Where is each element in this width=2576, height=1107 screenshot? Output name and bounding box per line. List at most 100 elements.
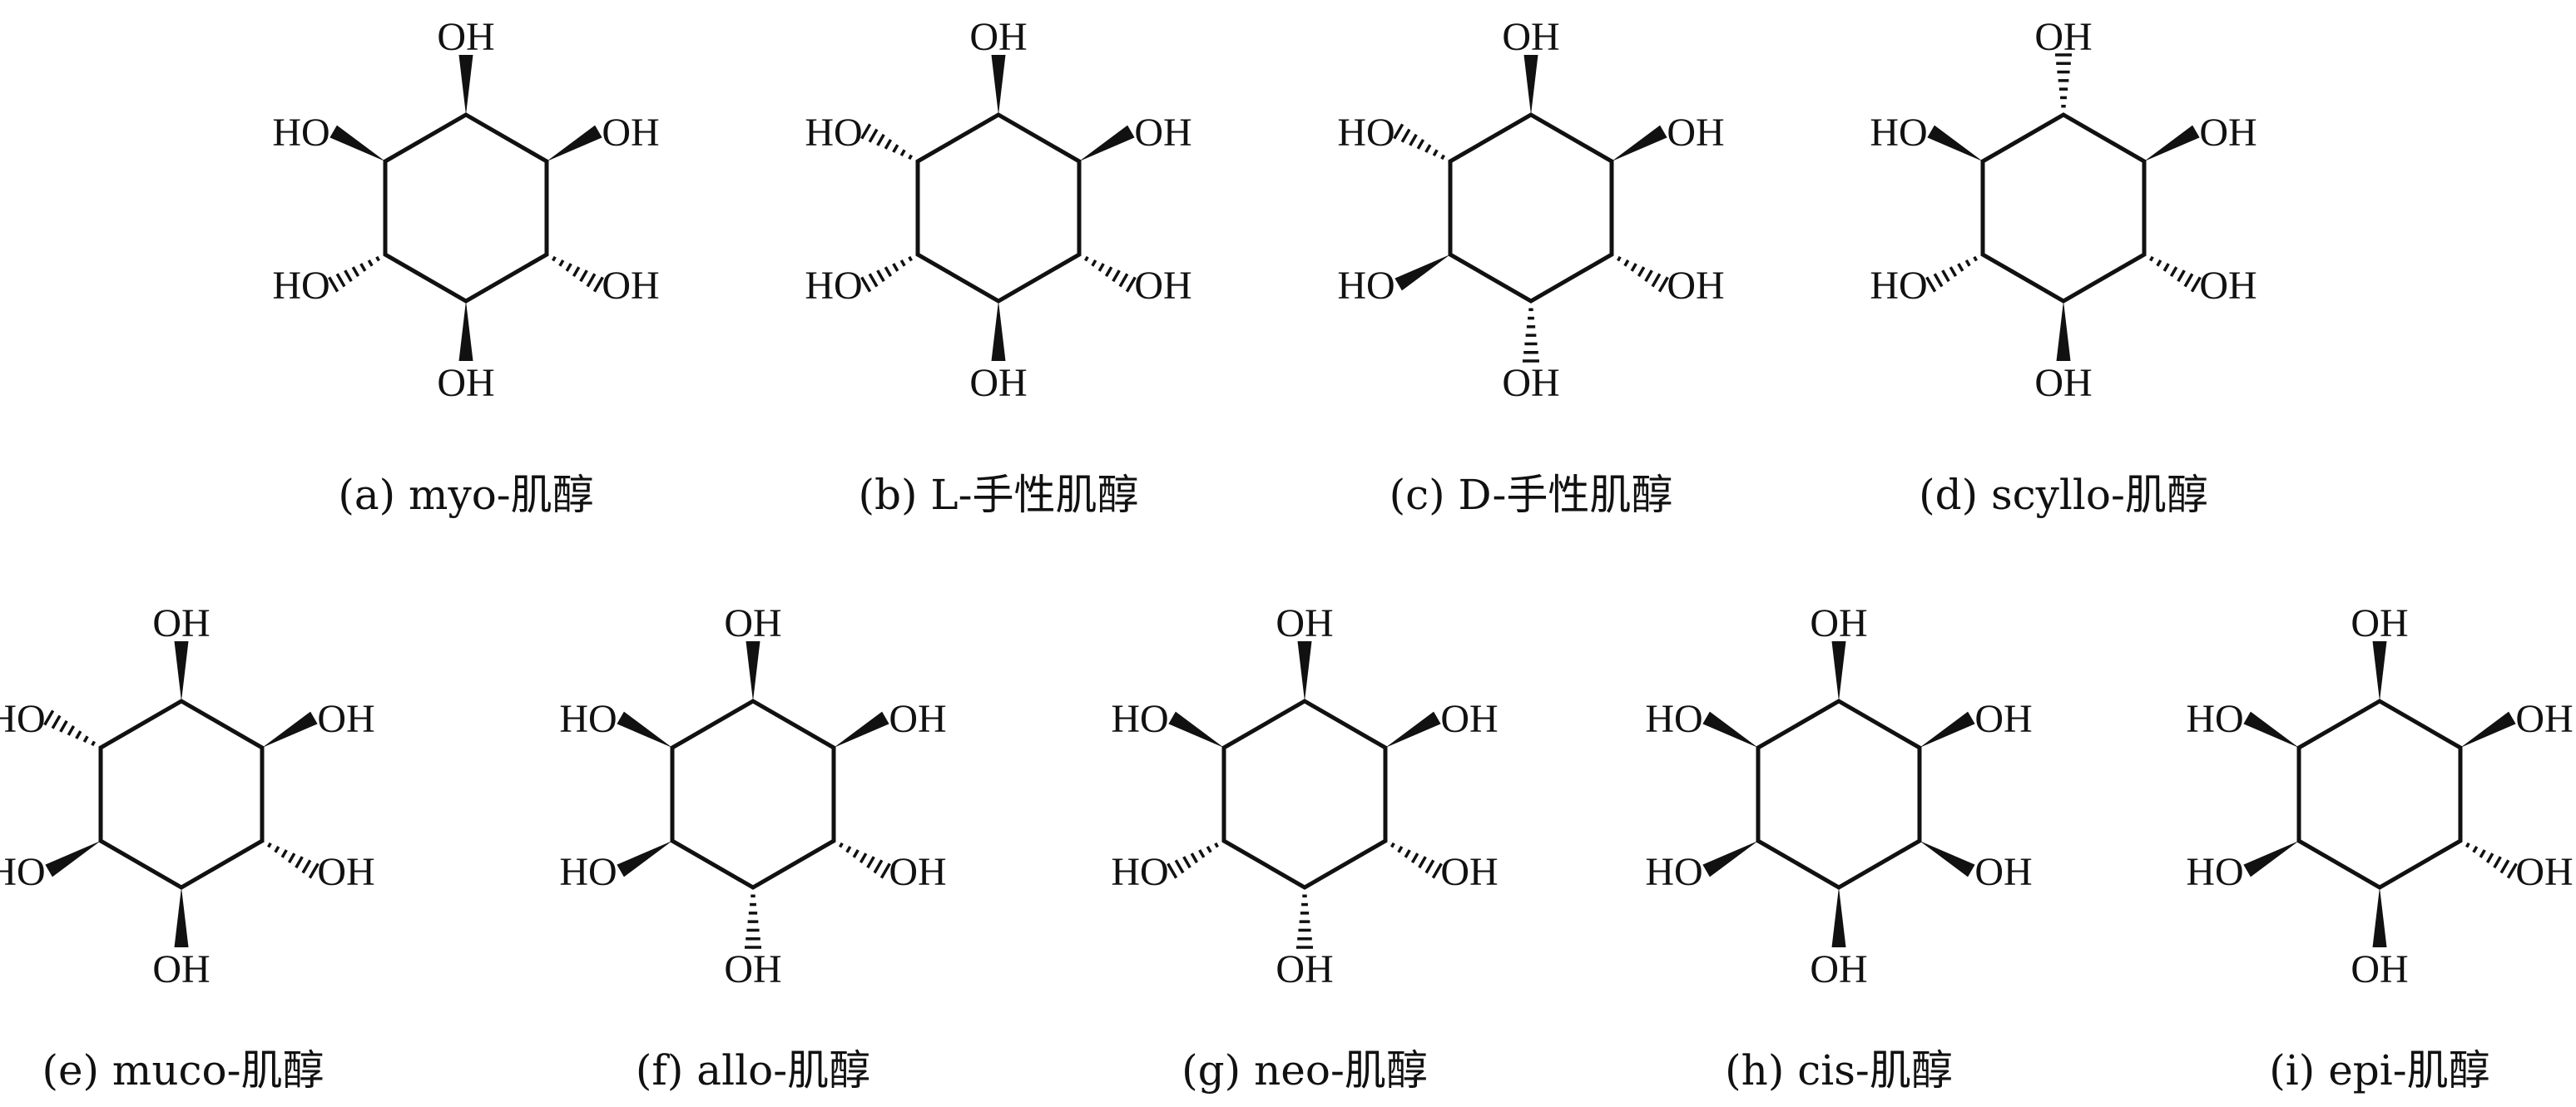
hydroxyl-label-left: HO [1645, 850, 1702, 894]
cyclohexane-ring [1980, 112, 2147, 304]
hydroxyl-label-right: OH [1276, 601, 1333, 645]
wedge-bond [261, 711, 318, 748]
wedge-bond [1831, 641, 1846, 701]
cyclohexane-ring [1448, 112, 1614, 304]
caption-e: (e) muco-肌醇 [42, 1046, 324, 1095]
hashed-bond [1925, 255, 1978, 293]
hydroxyl-label-right: OH [1502, 361, 1559, 405]
wedge-bond [746, 641, 760, 701]
wedge-bond [1927, 125, 1984, 161]
wedge-bond [45, 841, 102, 877]
caption-c: (c) D-手性肌醇 [1389, 471, 1673, 519]
caption-f: (f) allo-肌醇 [635, 1046, 871, 1095]
hashed-bond [43, 709, 96, 747]
hydroxyl-label-right: OH [2034, 361, 2092, 405]
hydroxyl-label-right: OH [1440, 697, 1498, 741]
wedge-bond [2243, 711, 2300, 748]
hydroxyl-label-left: HO [2186, 850, 2243, 894]
cyclohexane-ring [670, 699, 836, 890]
wedge-bond [2372, 887, 2387, 947]
hydroxyl-label-left: HO [559, 850, 617, 894]
hashed-bond [267, 842, 320, 879]
hydroxyl-label-right: OH [437, 15, 494, 59]
hydroxyl-label-right: OH [1810, 947, 1867, 991]
hydroxyl-label-right: OH [1974, 697, 2032, 741]
wedge-bond [833, 711, 889, 748]
wedge-bond [1702, 711, 1759, 748]
wedge-bond [617, 711, 673, 748]
hashed-bond [839, 842, 891, 879]
wedge-bond [2243, 841, 2300, 877]
wedge-bond [174, 887, 189, 947]
hashed-bond [2055, 53, 2072, 108]
hashed-bond [1617, 255, 1669, 293]
hydroxyl-label-right: OH [724, 601, 781, 645]
hydroxyl-label-right: OH [1810, 601, 1867, 645]
hydroxyl-label-right: OH [969, 361, 1027, 405]
wedge-bond [1831, 887, 1846, 947]
wedge-bond [329, 125, 386, 161]
hashed-bond [1167, 842, 1219, 879]
hydroxyl-label-right: OH [2351, 601, 2408, 645]
wedge-bond [458, 55, 473, 115]
hydroxyl-label-left: HO [272, 264, 329, 308]
wedge-bond [1919, 841, 1975, 877]
hydroxyl-label-left: HO [1645, 697, 1702, 741]
hashed-bond [1390, 842, 1443, 879]
caption-i: (i) epi-肌醇 [2269, 1046, 2490, 1095]
wedge-bond [546, 125, 602, 161]
wedge-bond [1611, 125, 1667, 161]
hashed-bond [2149, 255, 2202, 293]
caption-g: (g) neo-肌醇 [1181, 1046, 1428, 1095]
hydroxyl-label-right: OH [889, 850, 946, 894]
hashed-bond [1084, 255, 1137, 293]
hydroxyl-label-right: OH [969, 15, 1027, 59]
hydroxyl-label-right: OH [1667, 111, 1724, 155]
hashed-bond [1523, 308, 1539, 363]
wedge-bond [2056, 301, 2071, 361]
hydroxyl-label-right: OH [1667, 264, 1724, 308]
hydroxyl-label-right: OH [152, 947, 210, 991]
wedge-bond [1523, 55, 1538, 115]
hydroxyl-label-left: HO [559, 697, 617, 741]
hydroxyl-label-right: OH [317, 850, 374, 894]
hydroxyl-label-right: OH [317, 697, 374, 741]
hydroxyl-label-right: OH [2199, 264, 2256, 308]
caption-d: (d) scyllo-肌醇 [1919, 471, 2208, 519]
cyclohexane-ring [2296, 699, 2463, 890]
molecule-h: OH OH OH OH HO HO [1645, 601, 2032, 991]
caption-a: (a) myo-肌醇 [338, 471, 594, 519]
hydroxyl-label-left: HO [1337, 264, 1395, 308]
wedge-bond [1919, 711, 1975, 748]
hashed-bond [860, 123, 913, 161]
hydroxyl-label-left: HO [2186, 697, 2243, 741]
wedge-bond [1395, 255, 1451, 291]
cyclohexane-ring [98, 699, 265, 890]
cyclohexane-ring [915, 112, 1082, 304]
hydroxyl-label-right: OH [1974, 850, 2032, 894]
hydroxyl-label-left: HO [805, 111, 862, 155]
hydroxyl-label-left: HO [0, 850, 46, 894]
wedge-bond [617, 841, 673, 877]
wedge-bond [991, 55, 1006, 115]
hashed-bond [328, 255, 380, 293]
hydroxyl-label-right: OH [2034, 15, 2092, 59]
caption-b: (b) L-手性肌醇 [858, 471, 1139, 519]
hydroxyl-label-right: OH [2515, 697, 2573, 741]
wedge-bond [458, 301, 473, 361]
cyclohexane-ring [383, 112, 549, 304]
wedge-bond [991, 301, 1006, 361]
hydroxyl-label-right: OH [2199, 111, 2256, 155]
wedge-bond [2372, 641, 2387, 701]
wedge-bond [1168, 711, 1225, 748]
hydroxyl-label-right: OH [152, 601, 210, 645]
hydroxyl-label-right: OH [1440, 850, 1498, 894]
hydroxyl-label-left: HO [0, 697, 46, 741]
hydroxyl-label-left: HO [272, 111, 329, 155]
